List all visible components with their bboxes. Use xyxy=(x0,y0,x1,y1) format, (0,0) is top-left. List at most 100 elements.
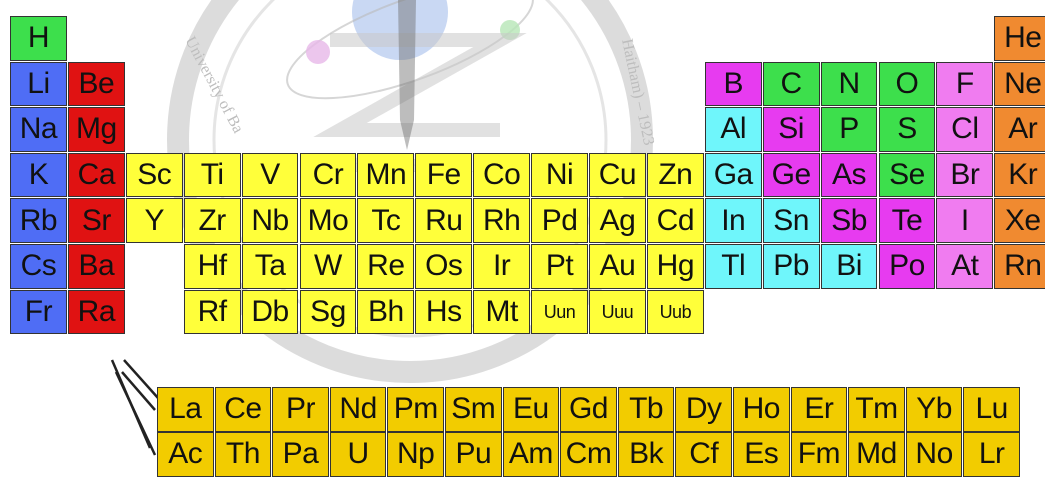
element-mo[interactable]: Mo xyxy=(299,198,357,243)
element-c[interactable]: C xyxy=(762,61,820,107)
element-au[interactable]: Au xyxy=(589,244,646,289)
element-sb[interactable]: Sb xyxy=(820,198,878,243)
element-li[interactable]: Li xyxy=(10,61,67,107)
element-cl[interactable]: Cl xyxy=(936,107,994,152)
element-ni[interactable]: Ni xyxy=(531,152,588,198)
element-lu[interactable]: Lu xyxy=(963,387,1020,432)
element-na[interactable]: Na xyxy=(10,107,67,152)
element-sm[interactable]: Sm xyxy=(445,387,502,432)
element-zr[interactable]: Zr xyxy=(183,198,241,243)
element-ga[interactable]: Ga xyxy=(704,152,762,198)
element-sc[interactable]: Sc xyxy=(125,152,183,198)
element-rn[interactable]: Rn xyxy=(994,244,1045,289)
element-ir[interactable]: Ir xyxy=(473,244,531,289)
element-sg[interactable]: Sg xyxy=(299,289,357,335)
element-sn[interactable]: Sn xyxy=(762,198,820,243)
element-co[interactable]: Co xyxy=(473,152,531,198)
element-ar[interactable]: Ar xyxy=(994,107,1045,152)
element-ge[interactable]: Ge xyxy=(762,152,820,198)
element-po[interactable]: Po xyxy=(878,244,936,289)
element-am[interactable]: Am xyxy=(502,432,560,477)
element-k[interactable]: K xyxy=(10,152,67,198)
element-p[interactable]: P xyxy=(820,107,878,152)
element-in[interactable]: In xyxy=(704,198,762,243)
element-ne[interactable]: Ne xyxy=(994,61,1045,107)
element-rh[interactable]: Rh xyxy=(473,198,531,243)
element-as[interactable]: As xyxy=(820,152,878,198)
element-ce[interactable]: Ce xyxy=(214,387,272,432)
element-nb[interactable]: Nb xyxy=(241,198,299,243)
element-n[interactable]: N xyxy=(820,61,878,107)
element-tl[interactable]: Tl xyxy=(704,244,762,289)
element-sr[interactable]: Sr xyxy=(67,198,125,243)
element-pb[interactable]: Pb xyxy=(762,244,820,289)
element-re[interactable]: Re xyxy=(357,244,415,289)
element-cu[interactable]: Cu xyxy=(589,152,646,198)
element-te[interactable]: Te xyxy=(878,198,936,243)
element-er[interactable]: Er xyxy=(790,387,848,432)
element-cr[interactable]: Cr xyxy=(299,152,357,198)
element-kr[interactable]: Kr xyxy=(994,152,1045,198)
element-f[interactable]: F xyxy=(936,61,994,107)
element-tc[interactable]: Tc xyxy=(357,198,415,243)
element-uun[interactable]: Uun xyxy=(531,289,588,335)
element-no[interactable]: No xyxy=(905,432,963,477)
element-rb[interactable]: Rb xyxy=(10,198,67,243)
element-pu[interactable]: Pu xyxy=(445,432,502,477)
element-la[interactable]: La xyxy=(157,387,214,432)
element-nd[interactable]: Nd xyxy=(329,387,387,432)
element-v[interactable]: V xyxy=(241,152,299,198)
element-ac[interactable]: Ac xyxy=(157,432,214,477)
element-ho[interactable]: Ho xyxy=(733,387,790,432)
element-bk[interactable]: Bk xyxy=(617,432,675,477)
element-s[interactable]: S xyxy=(878,107,936,152)
element-fr[interactable]: Fr xyxy=(10,289,67,335)
element-br[interactable]: Br xyxy=(936,152,994,198)
element-h[interactable]: H xyxy=(10,16,67,61)
element-dy[interactable]: Dy xyxy=(675,387,732,432)
element-i[interactable]: I xyxy=(936,198,994,243)
element-si[interactable]: Si xyxy=(762,107,820,152)
element-b[interactable]: B xyxy=(704,61,762,107)
element-hs[interactable]: Hs xyxy=(415,289,473,335)
element-ru[interactable]: Ru xyxy=(415,198,473,243)
element-gd[interactable]: Gd xyxy=(560,387,617,432)
element-w[interactable]: W xyxy=(299,244,357,289)
element-xe[interactable]: Xe xyxy=(994,198,1045,243)
element-np[interactable]: Np xyxy=(387,432,444,477)
element-uuu[interactable]: Uuu xyxy=(589,289,646,335)
element-se[interactable]: Se xyxy=(878,152,936,198)
element-cf[interactable]: Cf xyxy=(675,432,732,477)
element-zn[interactable]: Zn xyxy=(646,152,704,198)
element-yb[interactable]: Yb xyxy=(905,387,963,432)
element-ca[interactable]: Ca xyxy=(67,152,125,198)
element-tb[interactable]: Tb xyxy=(617,387,675,432)
element-hf[interactable]: Hf xyxy=(183,244,241,289)
element-at[interactable]: At xyxy=(936,244,994,289)
element-al[interactable]: Al xyxy=(704,107,762,152)
element-fm[interactable]: Fm xyxy=(790,432,848,477)
element-tm[interactable]: Tm xyxy=(848,387,905,432)
element-os[interactable]: Os xyxy=(415,244,473,289)
element-ra[interactable]: Ra xyxy=(67,289,125,335)
element-bi[interactable]: Bi xyxy=(820,244,878,289)
element-lr[interactable]: Lr xyxy=(963,432,1020,477)
element-cd[interactable]: Cd xyxy=(646,198,704,243)
element-md[interactable]: Md xyxy=(848,432,905,477)
element-hg[interactable]: Hg xyxy=(646,244,704,289)
element-ti[interactable]: Ti xyxy=(183,152,241,198)
element-be[interactable]: Be xyxy=(67,61,125,107)
element-y[interactable]: Y xyxy=(125,198,183,243)
element-pa[interactable]: Pa xyxy=(272,432,329,477)
element-pt[interactable]: Pt xyxy=(531,244,588,289)
element-u[interactable]: U xyxy=(329,432,387,477)
element-db[interactable]: Db xyxy=(241,289,299,335)
element-ba[interactable]: Ba xyxy=(67,244,125,289)
element-es[interactable]: Es xyxy=(733,432,790,477)
element-mn[interactable]: Mn xyxy=(357,152,415,198)
element-he[interactable]: He xyxy=(994,16,1045,61)
element-uub[interactable]: Uub xyxy=(646,289,704,335)
element-pm[interactable]: Pm xyxy=(387,387,444,432)
element-cs[interactable]: Cs xyxy=(10,244,67,289)
element-cm[interactable]: Cm xyxy=(560,432,617,477)
